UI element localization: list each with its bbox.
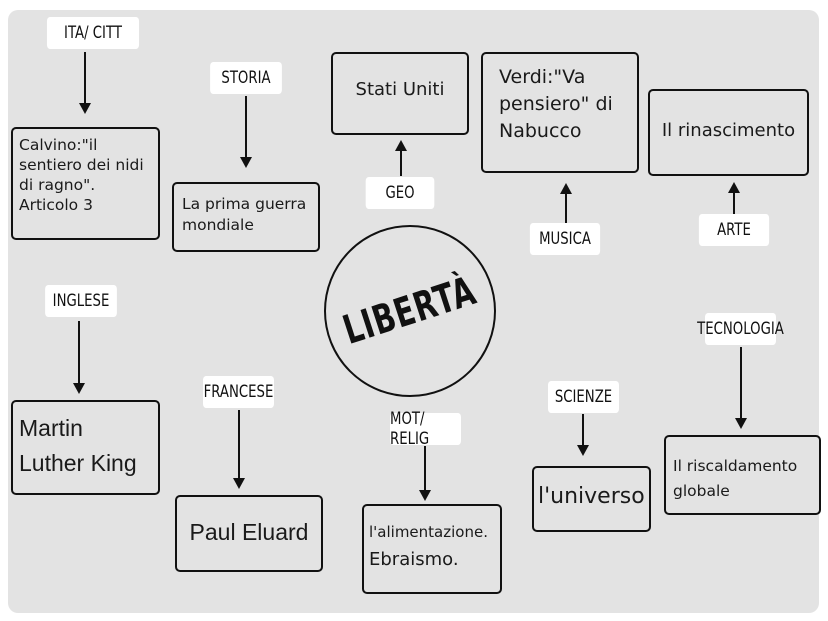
label-tecnologia: TECNOLOGIA bbox=[697, 313, 784, 345]
node-mot-relig: l'alimentazione. Ebraismo. bbox=[362, 504, 502, 594]
arrow-tecnologia bbox=[735, 347, 747, 429]
node-line: Calvino:"il bbox=[19, 136, 98, 154]
node-line: mondiale bbox=[182, 216, 254, 234]
node-storia: La prima guerra mondiale bbox=[172, 182, 320, 252]
node-musica: Verdi:"Va pensiero" di Nabucco bbox=[481, 52, 639, 173]
label-musica: MUSICA bbox=[529, 223, 601, 255]
node-arte: Il rinascimento bbox=[648, 89, 809, 176]
arrow-geo bbox=[395, 140, 407, 176]
central-topic-title: LIBERTÀ bbox=[338, 268, 482, 354]
arrow-francese bbox=[233, 410, 245, 489]
node-line: Nabucco bbox=[499, 120, 582, 142]
node-line: Ebraismo. bbox=[369, 549, 459, 570]
node-line: Luther King bbox=[19, 450, 137, 476]
node-line: pensiero" di bbox=[499, 93, 613, 115]
node-ita-citt: Calvino:"il sentiero dei nidi di ragno".… bbox=[11, 127, 160, 240]
label-scienze: SCIENZE bbox=[548, 381, 619, 413]
node-geo: Stati Uniti bbox=[331, 52, 469, 135]
node-line: Il riscaldamento bbox=[673, 457, 798, 475]
label-arte: ARTE bbox=[698, 214, 770, 246]
node-inglese: Martin Luther King bbox=[11, 400, 160, 495]
node-tecnologia: Il riscaldamento globale bbox=[664, 435, 821, 515]
node-line: l'alimentazione. bbox=[369, 523, 488, 541]
label-mot-relig: MOT/ RELIG bbox=[390, 409, 461, 449]
node-line: Martin bbox=[19, 415, 83, 441]
node-scienze: l'universo bbox=[532, 466, 651, 532]
central-topic: LIBERTÀ bbox=[324, 225, 496, 397]
node-line: Verdi:"Va bbox=[499, 66, 586, 88]
node-line: La prima guerra bbox=[182, 195, 307, 213]
arrow-musica bbox=[560, 183, 572, 223]
label-geo: GEO bbox=[365, 177, 435, 209]
label-francese: FRANCESE bbox=[203, 376, 274, 408]
node-line: Stati Uniti bbox=[355, 79, 445, 100]
node-line: di ragno". bbox=[19, 176, 96, 194]
node-line: Articolo 3 bbox=[19, 196, 93, 214]
label-storia: STORIA bbox=[210, 62, 282, 94]
node-line: Il rinascimento bbox=[661, 120, 796, 141]
arrow-storia bbox=[240, 96, 252, 168]
arrow-arte bbox=[728, 182, 740, 214]
label-inglese: INGLESE bbox=[45, 285, 117, 317]
arrow-mot-relig bbox=[419, 446, 431, 501]
node-line: Paul Eluard bbox=[189, 519, 309, 545]
arrow-inglese bbox=[73, 321, 85, 394]
arrow-ita bbox=[79, 52, 91, 114]
node-francese: Paul Eluard bbox=[175, 495, 323, 572]
node-line: l'universo bbox=[538, 484, 645, 509]
node-line: globale bbox=[673, 482, 730, 500]
arrow-scienze bbox=[577, 414, 589, 456]
label-ita-citt: ITA/ CITT bbox=[46, 17, 140, 49]
node-line: sentiero dei nidi bbox=[19, 156, 144, 174]
